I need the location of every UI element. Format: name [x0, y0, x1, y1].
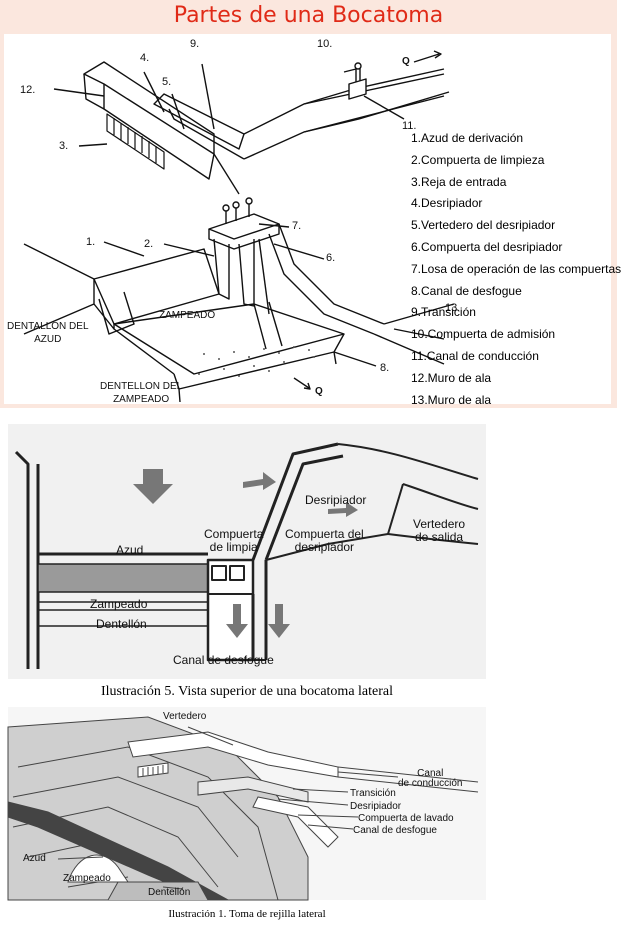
label-canal-conduccion: Canal de conducción [398, 768, 463, 789]
label-compuerta-desripiador: Compuerta del desripiador [285, 527, 364, 554]
label-zampeado: Zampeado [63, 873, 111, 884]
label-dentellon-zampeado: DENTELLON DEL ZAMPEADO [100, 381, 183, 405]
num-10: 10. [317, 38, 333, 50]
diagram-plan-panel: Desripiador Compuerta de limpia Compuert… [8, 424, 486, 679]
legend-item: 2.Compuerta de limpieza [411, 152, 545, 167]
num-11: 11. [402, 120, 417, 132]
caption-plan: Ilustración 5. Vista superior de una boc… [100, 684, 394, 699]
legend-item: 13.Muro de ala [411, 392, 492, 407]
diagram-isometric-canvas: 12. 3. 4. 5. 9. 10. 11. 7. 6. 2. 1. 8. 1… [4, 34, 611, 405]
perspective-drawing [7, 716, 479, 901]
title-band [0, 0, 617, 30]
num-8: 8. [380, 362, 390, 374]
label-azud: Azud [23, 853, 46, 864]
diagram-perspective-panel: Vertedero Canal de conducción Transición… [7, 707, 486, 901]
legend-item: 1.Azud de derivación [411, 131, 524, 145]
diagram-isometric-panel: 12. 3. 4. 5. 9. 10. 11. 7. 6. 2. 1. 8. 1… [0, 30, 617, 408]
legend-item: 12.Muro de ala [411, 370, 492, 385]
label-vertedero-salida: Vertedero de salida [413, 517, 466, 544]
legend-item: 4.Desripiador [411, 196, 483, 211]
legend-item: 3.Reja de entrada [411, 174, 507, 189]
legend-item: 7.Losa de operación de las compuertas [411, 261, 621, 276]
plan-drawing [14, 442, 479, 669]
num-4: 4. [140, 52, 150, 64]
label-desripiador: Desripiador [305, 493, 367, 507]
isometric-drawing [23, 50, 455, 403]
label-transicion: Transición [350, 788, 396, 799]
flow-q-bottom: Q [315, 386, 323, 397]
label-zampeado: Zampeado [90, 597, 148, 611]
label-zampeado: ZAMPEADO [159, 310, 216, 321]
legend-item: 9.Transición [411, 305, 476, 320]
legend-item: 10.Compuerta de admisión [411, 327, 556, 342]
label-canal-desfogue: Canal de desfogue [173, 653, 274, 667]
legend-item: 11.Canal de conducción [411, 348, 539, 363]
label-dentellon: Dentellón [148, 887, 191, 898]
label-azud: Azud [116, 543, 144, 557]
caption-perspective: Ilustración 1. Toma de rejilla lateral [168, 908, 326, 920]
label-dentallon-azud: DENTALLON DEL AZUD [7, 321, 89, 345]
num-2: 2. [144, 238, 154, 250]
page-title: Partes de una Bocatoma [173, 3, 444, 28]
label-desripiador: Desripiador [350, 801, 402, 812]
legend-list: 1.Azud de derivación 2.Compuerta de limp… [411, 128, 621, 411]
num-3: 3. [59, 140, 69, 152]
label-canal-desfogue: Canal de desfogue [353, 825, 437, 836]
label-compuerta-limpia: Compuerta de limpia [204, 527, 264, 554]
num-1: 1. [86, 236, 96, 248]
num-13: 13 [445, 302, 458, 314]
label-compuerta-lavado: Compuerta de lavado [358, 813, 454, 824]
num-12: 12. [20, 84, 36, 96]
label-vertedero: Vertedero [163, 711, 207, 722]
legend-item: 8.Canal de desfogue [411, 283, 522, 298]
num-7: 7. [292, 220, 302, 232]
legend-item: 6.Compuerta del desripiador [411, 239, 563, 254]
label-dentellon: Dentellón [96, 617, 147, 631]
num-6: 6. [326, 252, 336, 264]
num-5: 5. [162, 76, 172, 88]
num-9: 9. [190, 38, 200, 50]
flow-q-top: Q [402, 56, 410, 67]
legend-item: 5.Vertedero del desripiador [411, 218, 556, 233]
